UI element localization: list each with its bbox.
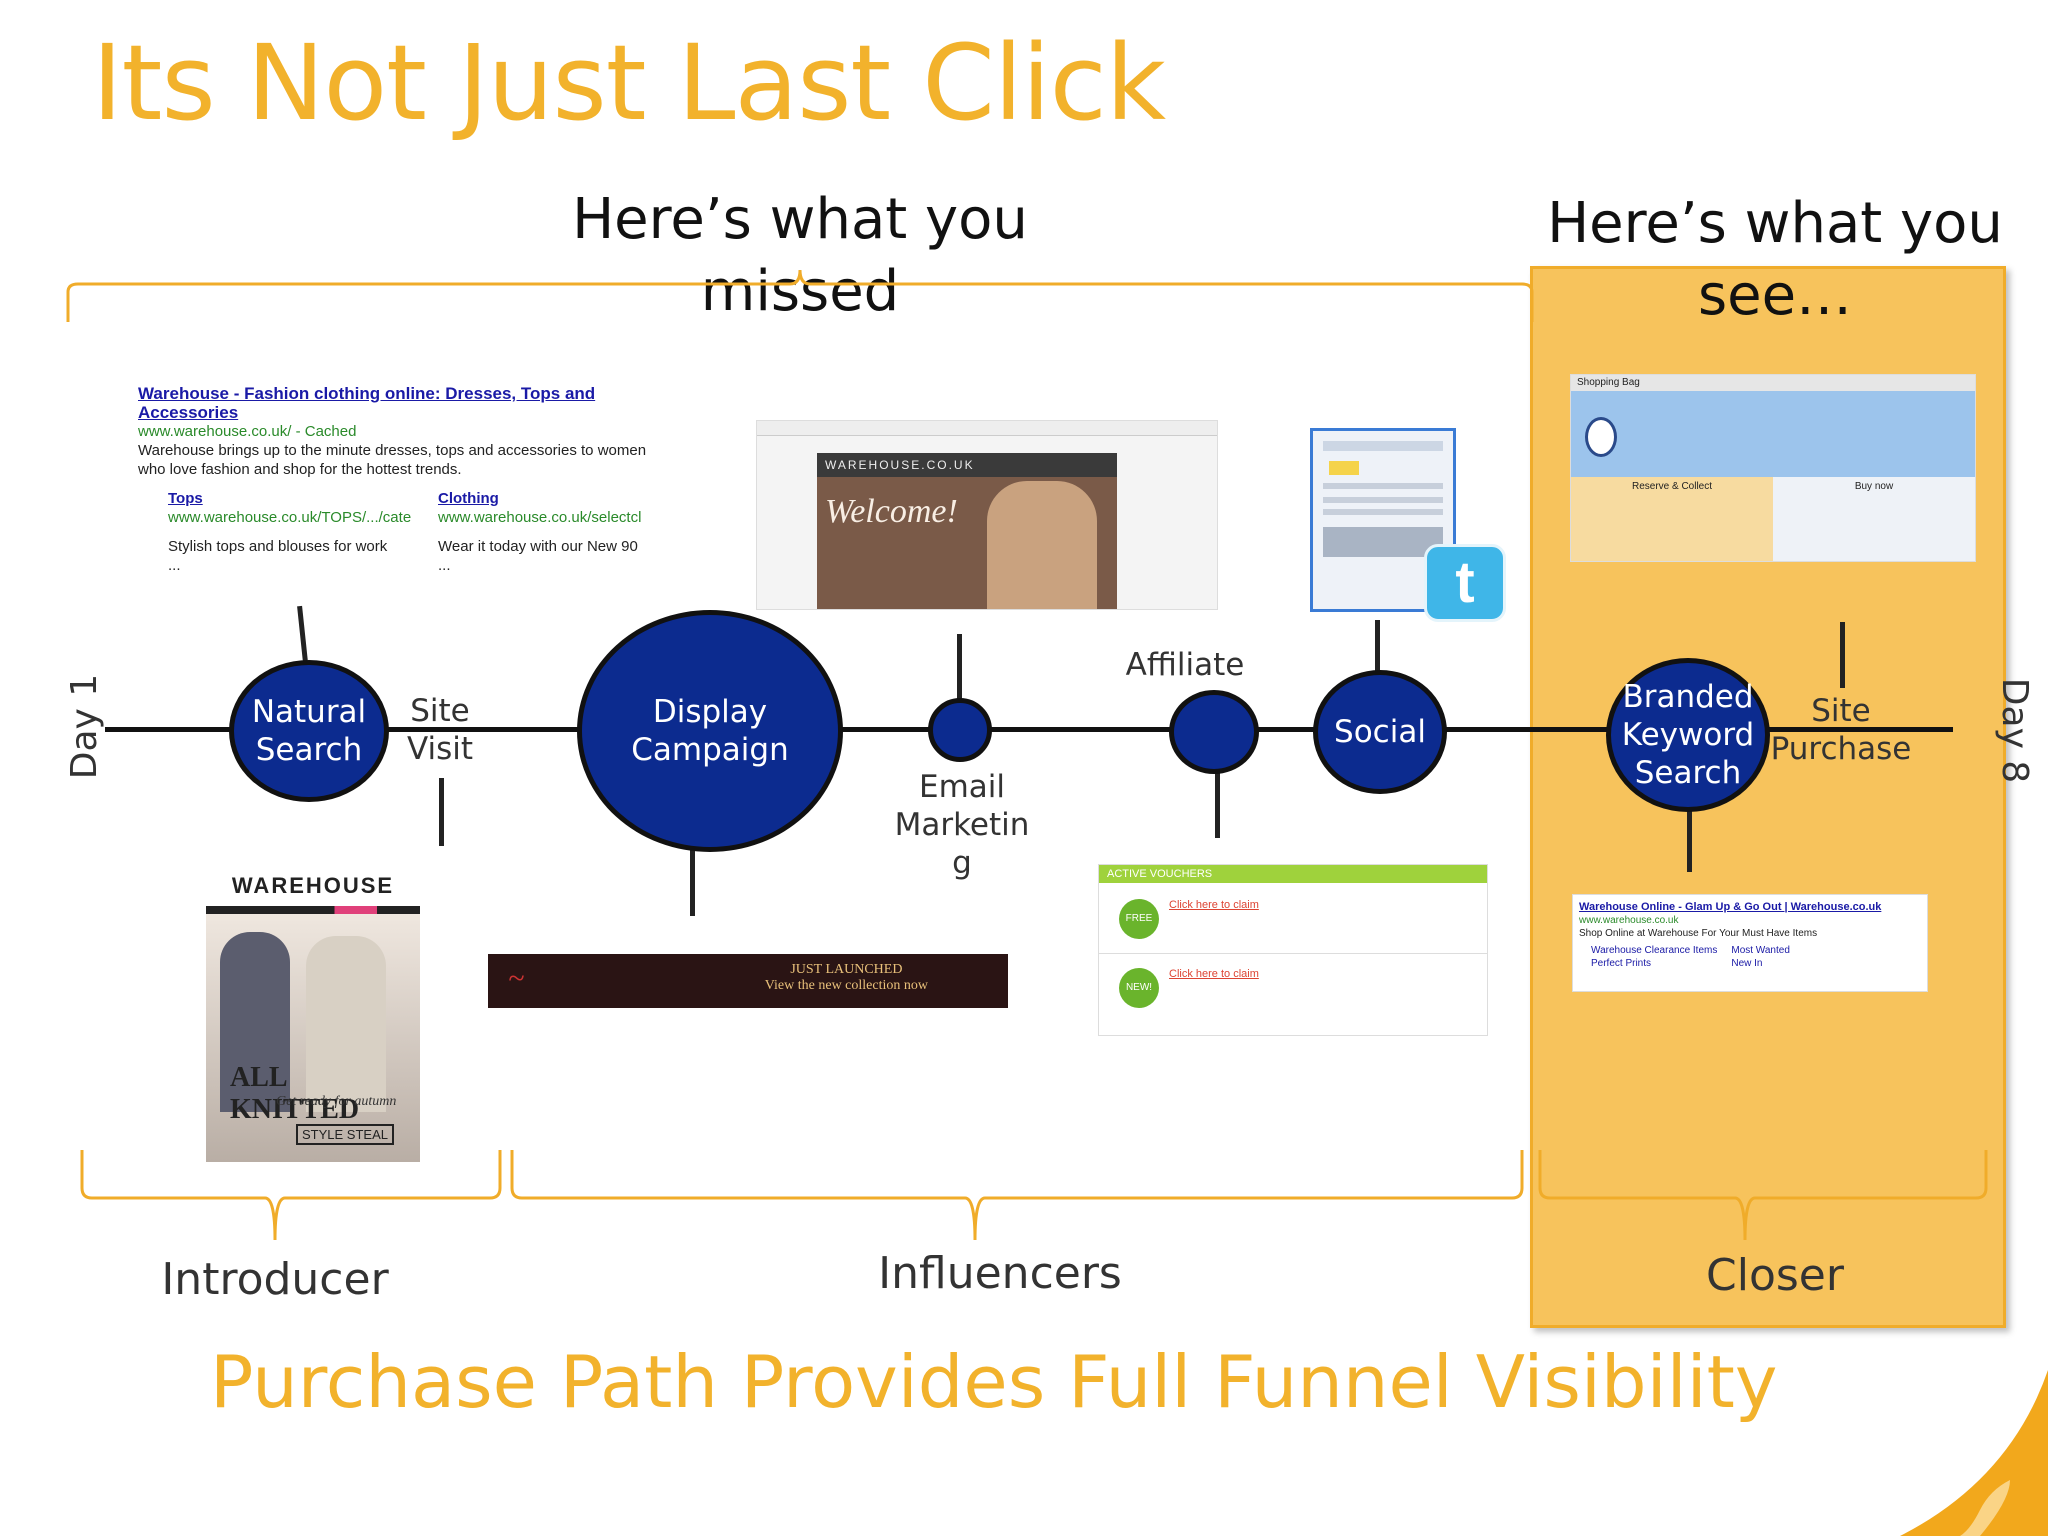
voucher-badge-free: FREE bbox=[1119, 899, 1159, 939]
voucher-link-1: Click here to claim bbox=[1169, 899, 1259, 911]
paid-ad-url: www.warehouse.co.uk bbox=[1579, 915, 1679, 926]
see-heading: Here’s what you see… bbox=[1547, 191, 2003, 328]
stem-affiliate bbox=[1215, 770, 1220, 838]
search-result-thumbnail: Warehouse - Fashion clothing online: Dre… bbox=[138, 384, 648, 570]
label-closer: Closer bbox=[1706, 1250, 1844, 1301]
stem-site-purchase bbox=[1840, 622, 1845, 688]
search-result-url: www.warehouse.co.uk/ - Cached bbox=[138, 423, 357, 440]
timeline bbox=[105, 727, 1953, 732]
display-banner-thumbnail: ~ JUST LAUNCHED View the new collection … bbox=[488, 954, 1008, 1008]
paid-ad-text: Shop Online at Warehouse For Your Must H… bbox=[1579, 928, 1818, 939]
twitter-icon: t bbox=[1424, 544, 1506, 622]
label-introducer: Introducer bbox=[161, 1254, 389, 1305]
voucher-link-2: Click here to claim bbox=[1169, 968, 1259, 980]
email-brand: WAREHOUSE.CO.UK bbox=[817, 453, 1117, 477]
missed-brace bbox=[66, 269, 1534, 322]
email-thumbnail: WAREHOUSE.CO.UK Welcome! bbox=[756, 420, 1218, 610]
slide-title: Its Not Just Last Click bbox=[92, 22, 1166, 144]
node-branded-keyword-search: Branded Keyword Search bbox=[1606, 658, 1770, 812]
closer-brace bbox=[1538, 1150, 1988, 1241]
paid-ad-link-4: New In bbox=[1731, 958, 1763, 969]
brand-logo-swoosh bbox=[1900, 1370, 2048, 1536]
influencers-brace bbox=[510, 1150, 1524, 1241]
label-influencers: Influencers bbox=[878, 1248, 1122, 1299]
label-site-visit: Site Visit bbox=[406, 693, 474, 767]
search-result-snippet: Warehouse brings up to the minute dresse… bbox=[138, 442, 647, 478]
buy-now: Buy now bbox=[1773, 477, 1975, 561]
day-end-label: Day 8 bbox=[1994, 677, 2036, 784]
paid-ad-title: Warehouse Online - Glam Up & Go Out | Wa… bbox=[1579, 901, 1882, 913]
warehouse-ad-sub: Get ready for autumn bbox=[276, 1094, 397, 1109]
voucher-header: ACTIVE VOUCHERS bbox=[1099, 865, 1487, 883]
banner-line1: JUST LAUNCHED bbox=[790, 962, 903, 977]
node-display-campaign: Display Campaign bbox=[577, 610, 843, 852]
warehouse-ad-tag: STYLE STEAL bbox=[296, 1124, 394, 1145]
paid-ad-link-2: Most Wanted bbox=[1731, 945, 1790, 956]
search-result-title: Warehouse - Fashion clothing online: Dre… bbox=[138, 384, 596, 422]
warehouse-ad-brand: WAREHOUSE bbox=[231, 873, 395, 898]
sitelink-tops: Tops bbox=[168, 490, 203, 507]
shopping-bag-thumbnail: Shopping Bag Reserve & Collect Buy now bbox=[1570, 374, 1976, 562]
label-affiliate: Affiliate bbox=[1125, 647, 1245, 683]
stem-branded bbox=[1687, 806, 1692, 872]
stem-email bbox=[957, 634, 962, 704]
day-start-label: Day 1 bbox=[64, 673, 106, 780]
node-affiliate bbox=[1169, 690, 1259, 774]
stem-social bbox=[1375, 620, 1380, 672]
paid-ad-link-3: Perfect Prints bbox=[1591, 958, 1652, 969]
introducer-brace bbox=[80, 1150, 502, 1241]
node-social: Social bbox=[1313, 670, 1447, 794]
sitelink-clothing-url: www.warehouse.co.uk/selectcl bbox=[438, 509, 642, 526]
shopping-bag-tab: Shopping Bag bbox=[1571, 375, 1975, 391]
node-email-marketing bbox=[928, 698, 992, 762]
voucher-badge-new: NEW! bbox=[1119, 968, 1159, 1008]
label-site-purchase: Site Purchase bbox=[1770, 693, 1912, 767]
reserve-collect: Reserve & Collect bbox=[1571, 477, 1773, 561]
banner-line2: View the new collection now bbox=[764, 978, 928, 993]
paid-ad-link-1: Warehouse Clearance Items bbox=[1591, 945, 1718, 956]
stem-display bbox=[690, 846, 695, 916]
sitelink-tops-url: www.warehouse.co.uk/TOPS/.../cate bbox=[168, 509, 412, 526]
sitelink-clothing-text: Wear it today with our New 90 ... bbox=[438, 538, 638, 570]
sitelink-clothing: Clothing bbox=[438, 490, 499, 507]
stem-site-visit bbox=[439, 778, 444, 846]
voucher-thumbnail: ACTIVE VOUCHERS FREE Click here to claim… bbox=[1098, 864, 1488, 1036]
sitelink-tops-text: Stylish tops and blouses for work ... bbox=[168, 538, 388, 570]
paid-search-ad-thumbnail: Warehouse Online - Glam Up & Go Out | Wa… bbox=[1572, 894, 1928, 992]
slide-subtitle: Purchase Path Provides Full Funnel Visib… bbox=[210, 1340, 1778, 1424]
email-headline: Welcome! bbox=[825, 493, 958, 530]
missed-heading: Here’s what you missed bbox=[572, 187, 1028, 324]
label-email-marketing: Email Marketin g bbox=[894, 769, 1030, 881]
node-natural-search: Natural Search bbox=[229, 660, 389, 802]
warehouse-ad-headline: ALL KNITTED bbox=[230, 1062, 360, 1125]
warehouse-ad-thumbnail: WAREHOUSE ALL KNITTED Get ready for autu… bbox=[206, 866, 420, 1162]
